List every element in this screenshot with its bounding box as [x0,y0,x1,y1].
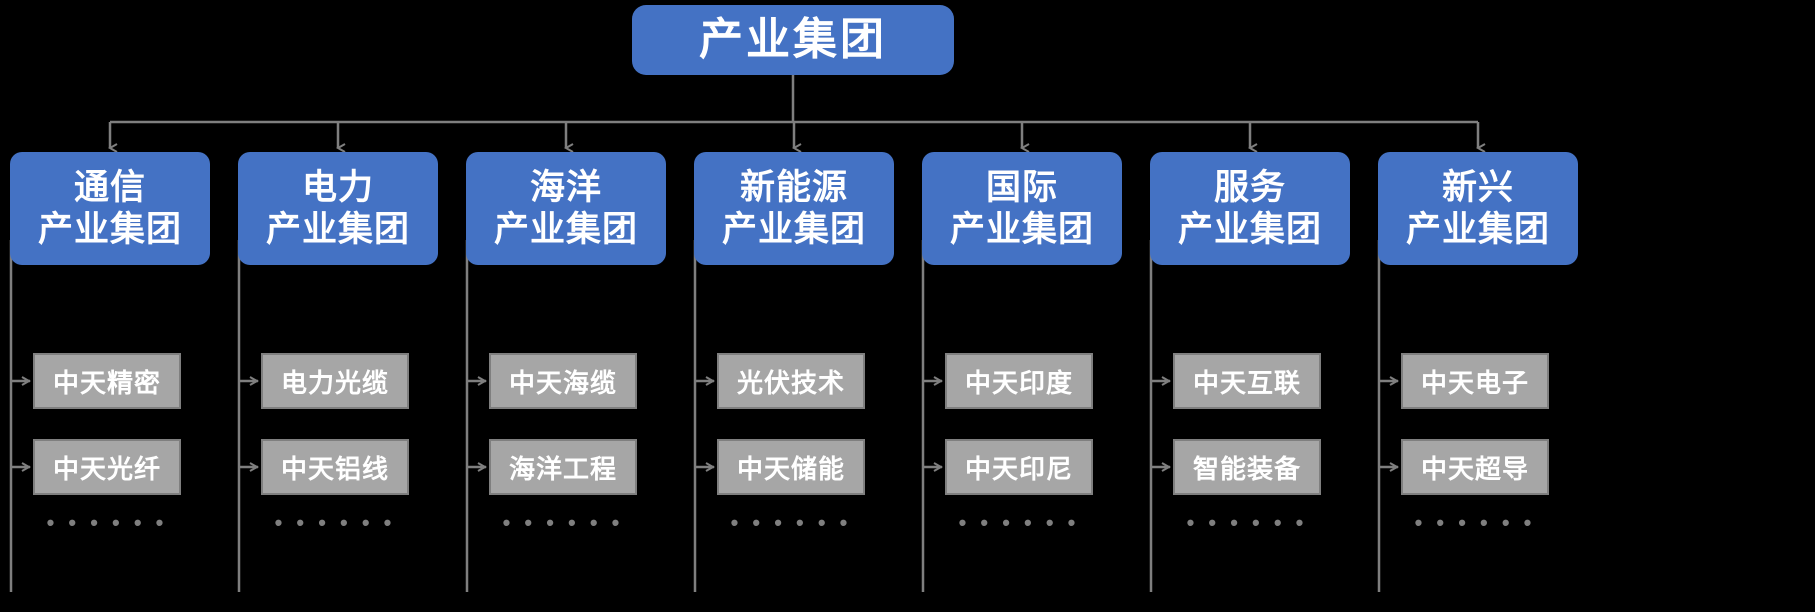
division-node[interactable]: 新兴产业集团 [1378,152,1578,265]
division-node-line1: 通信 [73,168,146,208]
division-node-line2: 产业集团 [1405,209,1550,249]
subsidiary-node-label: 中天储能 [736,453,845,484]
division-node-line2: 产业集团 [721,209,866,249]
subsidiary-node[interactable]: 中天印尼 [945,439,1093,495]
subsidiary-node[interactable]: 中天互联 [1173,353,1321,409]
more-items-ellipsis: • • • • • • [46,510,168,535]
subsidiary-node[interactable]: 中天电子 [1401,353,1549,409]
division-node[interactable]: 通信产业集团 [10,152,210,265]
division-node-line1: 国际 [985,168,1058,208]
division-node[interactable]: 国际产业集团 [922,152,1122,265]
root-node-industrial-group[interactable]: 产业集团 [632,5,954,75]
division-node-line2: 产业集团 [949,209,1094,249]
more-items-ellipsis: • • • • • • [1414,510,1536,535]
division-node-line2: 产业集团 [265,209,410,249]
subsidiary-node-label: 电力光缆 [280,367,389,398]
division-node-line1: 电力 [301,168,374,208]
subsidiary-node-label: 光伏技术 [736,367,845,398]
subsidiary-node[interactable]: 中天精密 [33,353,181,409]
division-node-line2: 产业集团 [493,209,638,249]
more-items-ellipsis: • • • • • • [958,510,1080,535]
root-node-label: 产业集团 [699,14,887,64]
division-node[interactable]: 新能源产业集团 [694,152,894,265]
division-node-line1: 海洋 [529,168,602,208]
subsidiary-node-label: 中天铝线 [280,453,389,484]
subsidiary-node[interactable]: 中天海缆 [489,353,637,409]
division-node-line2: 产业集团 [37,209,182,249]
subsidiary-node[interactable]: 海洋工程 [489,439,637,495]
subsidiary-node[interactable]: 中天超导 [1401,439,1549,495]
division-node-line1: 新能源 [739,168,848,208]
division-node-line1: 新兴 [1441,168,1514,208]
subsidiary-node[interactable]: 电力光缆 [261,353,409,409]
subsidiary-node-label: 智能装备 [1192,453,1301,484]
more-items-ellipsis: • • • • • • [502,510,624,535]
subsidiary-node[interactable]: 中天储能 [717,439,865,495]
more-items-ellipsis: • • • • • • [274,510,396,535]
division-node[interactable]: 服务产业集团 [1150,152,1350,265]
more-items-ellipsis: • • • • • • [730,510,852,535]
subsidiary-node-label: 中天超导 [1420,453,1529,484]
subsidiary-node-label: 中天精密 [52,367,161,398]
subsidiary-node-label: 中天印尼 [964,453,1073,484]
subsidiary-node[interactable]: 中天印度 [945,353,1093,409]
division-node[interactable]: 电力产业集团 [238,152,438,265]
subsidiary-node[interactable]: 中天铝线 [261,439,409,495]
subsidiary-node-label: 中天光纤 [52,453,161,484]
subsidiary-node[interactable]: 中天光纤 [33,439,181,495]
subsidiary-node-label: 中天海缆 [508,367,617,398]
more-items-ellipsis: • • • • • • [1186,510,1308,535]
division-node-line1: 服务 [1213,168,1286,208]
subsidiary-node-label: 海洋工程 [508,453,617,484]
subsidiary-node[interactable]: 智能装备 [1173,439,1321,495]
division-node[interactable]: 海洋产业集团 [466,152,666,265]
subsidiary-node-label: 中天互联 [1192,367,1301,398]
subsidiary-node-label: 中天印度 [964,367,1073,398]
subsidiary-node-label: 中天电子 [1420,367,1529,398]
subsidiary-node[interactable]: 光伏技术 [717,353,865,409]
division-node-line2: 产业集团 [1177,209,1322,249]
